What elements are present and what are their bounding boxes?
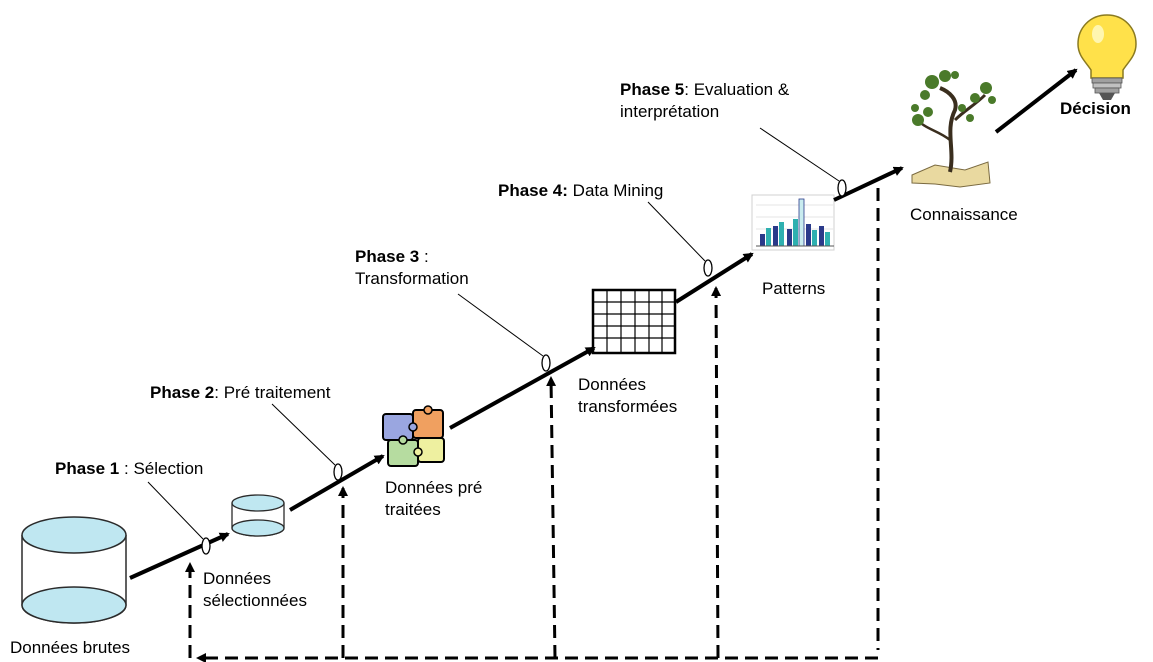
raw-data-label: Données brutes <box>10 638 131 657</box>
decision-label: Décision <box>1060 99 1131 118</box>
knowledge-label: Connaissance <box>910 205 1018 224</box>
lightbulb-icon <box>1077 14 1137 100</box>
phase-4-name: Phase 4: <box>498 181 568 200</box>
phase-2-sep: : <box>214 383 224 402</box>
transformed-data-label-line2: transformées <box>578 397 678 416</box>
phase-5-label: Phase 5: Evaluation & interprétation <box>620 79 789 123</box>
bar-chart-icon <box>751 194 835 251</box>
selected-data-label: Données sélectionnées <box>203 568 307 612</box>
preprocessed-data-label: Données pré traitées <box>385 477 482 521</box>
phase-1-sep: : <box>119 459 134 478</box>
phase-5-sep: : <box>684 80 694 99</box>
patterns-label: Patterns <box>762 279 826 298</box>
callout-lines <box>147 127 840 540</box>
selected-data-label-line1: Données <box>203 569 272 588</box>
phase-2-name: Phase 2 <box>150 383 215 402</box>
phase-markers <box>201 179 847 555</box>
feedback-loop <box>185 188 880 662</box>
selected-data-label-line2: sélectionnées <box>203 591 307 610</box>
small-database-icon <box>231 494 285 537</box>
grid-table-icon <box>591 288 677 355</box>
phase-4-label: Phase 4: Data Mining <box>498 180 663 202</box>
phase-3-text: Transformation <box>355 269 469 288</box>
phase-5-text: Evaluation & <box>693 80 790 99</box>
preprocessed-data-label-line2: traitées <box>385 500 441 519</box>
phase-3-name: Phase 3 <box>355 247 420 266</box>
process-arrows <box>129 68 1078 580</box>
phase-2-text: Pré traitement <box>223 383 331 402</box>
phase-1-label: Phase 1 : Sélection <box>55 458 203 480</box>
tree-icon <box>911 70 996 188</box>
phase-3-sep: : <box>419 247 429 266</box>
phase-4-text: Data Mining <box>572 181 664 200</box>
phase-5-name: Phase 5 <box>620 80 685 99</box>
preprocessed-data-label-line1: Données pré <box>385 478 483 497</box>
phase-3-label: Phase 3 : Transformation <box>355 246 469 290</box>
transformed-data-label-line1: Données <box>578 375 647 394</box>
phase-1-name: Phase 1 <box>55 459 120 478</box>
puzzle-icon <box>382 405 445 467</box>
phase-1-text: Sélection <box>133 459 204 478</box>
phase-5-text2: interprétation <box>620 102 720 121</box>
database-icon <box>21 516 127 624</box>
phase-2-label: Phase 2: Pré traitement <box>150 382 330 404</box>
transformed-data-label: Données transformées <box>578 374 677 418</box>
